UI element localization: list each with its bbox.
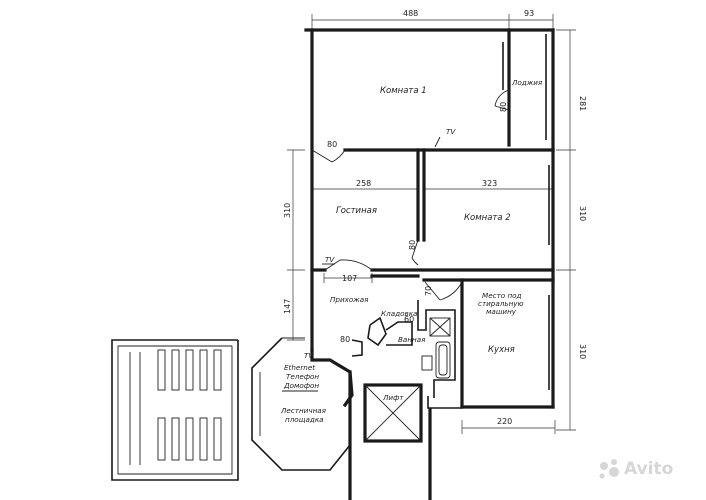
stair-steps-bottom — [157, 417, 222, 461]
comms-phone: Телефон — [286, 372, 319, 381]
room1-label: Комната 1 — [380, 86, 427, 96]
walls — [304, 28, 555, 500]
room-labels: Комната 1 Лоджия Гостиная Комната 2 Прих… — [280, 78, 543, 424]
kitchen-label: Кухня — [488, 345, 515, 355]
dim-door-living: 80 — [408, 240, 417, 250]
bath-label: Ванная — [398, 335, 426, 344]
dim-right-3: 310 — [578, 344, 587, 359]
machine-spot-line2: стиральную — [478, 299, 524, 308]
dim-door-loggia: 80 — [499, 102, 508, 112]
living-label: Гостиная — [336, 206, 377, 216]
tv-mark-living: ТV — [325, 255, 335, 264]
dim-left-living: 310 — [283, 203, 292, 218]
dim-door-hall: 107 — [342, 274, 357, 283]
dim-door-pantry: 80 — [340, 335, 350, 344]
dim-room2-width: 323 — [482, 179, 497, 188]
dim-left-hall: 147 — [283, 299, 292, 314]
landing-line1: Лестничная — [280, 406, 327, 415]
comms-ethernet: Ethernet — [284, 363, 316, 372]
dim-right-2: 310 — [578, 206, 587, 221]
comms-box: Ethernet Телефон Домофон — [282, 363, 319, 392]
machine-spot-line3: машину — [486, 307, 517, 316]
dim-door-bath: 60 — [404, 315, 414, 324]
dimension-labels: 488 93 281 310 310 310 147 220 258 323 8… — [283, 9, 587, 426]
dim-living-width: 258 — [356, 179, 371, 188]
staircase — [111, 337, 351, 481]
avito-watermark: Avito — [599, 459, 673, 479]
dim-top-main: 488 — [403, 9, 418, 18]
dim-door-room1: 80 — [327, 140, 337, 149]
stair-steps-top — [157, 349, 222, 391]
comms-intercom: Домофон — [283, 381, 319, 390]
bathroom-fixtures — [421, 317, 451, 379]
landing-line2: площадка — [285, 415, 324, 424]
dim-bottom-kitchen: 220 — [497, 417, 512, 426]
loggia-label: Лоджия — [511, 78, 543, 87]
tv-marks: ТV ТV ТV — [304, 127, 456, 361]
pantry-label: Кладовка — [381, 309, 417, 318]
dim-top-loggia: 93 — [524, 9, 534, 18]
room2-label: Комната 2 — [464, 213, 511, 223]
doors — [311, 89, 510, 301]
dim-right-1: 281 — [578, 96, 587, 111]
dimension-lines — [287, 14, 576, 434]
lift-label: Лифт — [382, 393, 404, 402]
hall-label: Прихожая — [330, 295, 369, 304]
machine-spot-line1: Место под — [482, 291, 522, 300]
tv-mark-room1: ТV — [446, 127, 456, 136]
tv-mark-hall: ТV — [304, 351, 314, 360]
watermark-text: Avito — [624, 459, 673, 479]
dim-door-kitchen: 70 — [424, 286, 433, 296]
